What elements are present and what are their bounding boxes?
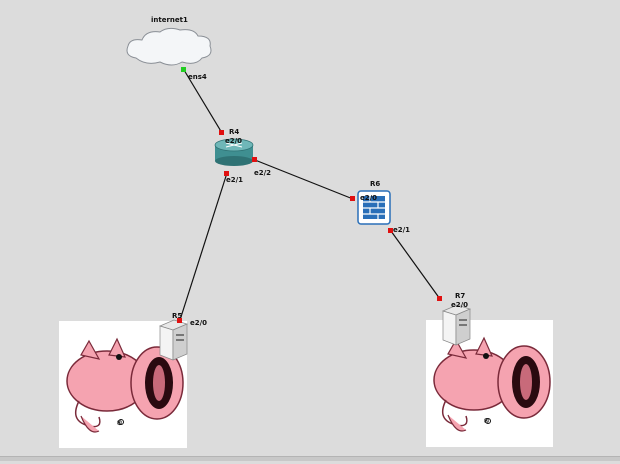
node-label-r6: R6 xyxy=(370,180,380,188)
link-r6-r7[interactable] xyxy=(390,230,441,300)
port-marker-r7-e2-0 xyxy=(437,296,442,301)
node-label-internet1: internet1 xyxy=(151,16,188,24)
server-icon xyxy=(441,304,472,346)
node-r7[interactable]: R7 xyxy=(441,292,472,346)
port-markers xyxy=(177,67,442,323)
node-internet1[interactable]: internet1 xyxy=(126,16,212,66)
node-r4[interactable]: R4 xyxy=(214,128,254,166)
port-label-internet1-ens4: ens4 xyxy=(188,73,207,81)
router-icon xyxy=(214,138,254,166)
port-marker-r6-e2-0 xyxy=(350,196,355,201)
node-r6[interactable]: R6 xyxy=(357,180,391,225)
links xyxy=(179,69,441,321)
node-label-r4: R4 xyxy=(229,128,239,136)
link-internet1-r4[interactable] xyxy=(183,69,223,134)
server-icon xyxy=(158,319,189,361)
node-label-r5: R5 xyxy=(172,312,182,320)
port-marker-r6-e2-1 xyxy=(388,228,393,233)
port-label-r6-e2-0: e2/0 xyxy=(360,194,377,202)
port-labels: ens4 e2/0 e2/1 e2/0 e2/2 e2/0 e2/1 e2/0 xyxy=(188,73,468,327)
port-label-r4-e2-0: e2/0 xyxy=(225,137,242,145)
pig-mascot-icon xyxy=(66,337,184,433)
port-marker-r4-e2-0 xyxy=(219,130,224,135)
registered-mark-right: ® xyxy=(483,417,490,425)
port-label-r7-e2-0: e2/0 xyxy=(451,301,468,309)
horizontal-scrollbar[interactable] xyxy=(0,456,620,461)
cloud-icon xyxy=(126,27,212,66)
pig-logo-right xyxy=(426,320,553,447)
node-label-r7: R7 xyxy=(455,292,465,300)
port-label-r4-e2-2: e2/2 xyxy=(254,169,271,177)
link-r4-r5[interactable] xyxy=(179,172,228,321)
port-marker-r4-e2-1 xyxy=(224,171,229,176)
port-marker-r5-e2-0 xyxy=(177,318,182,323)
node-r5[interactable]: R5 xyxy=(158,312,189,361)
pig-mascot-icon xyxy=(433,336,551,432)
port-label-r4-e2-1: e2/1 xyxy=(226,176,243,184)
link-r4-r6[interactable] xyxy=(254,159,354,200)
port-marker-internet1-ens4 xyxy=(181,67,186,72)
firewall-icon xyxy=(357,190,391,225)
port-label-r6-e2-1: e2/1 xyxy=(393,226,410,234)
port-label-r5-e2-0: e2/0 xyxy=(190,319,207,327)
registered-mark-left: ® xyxy=(116,419,123,427)
port-marker-r4-e2-2 xyxy=(252,157,257,162)
